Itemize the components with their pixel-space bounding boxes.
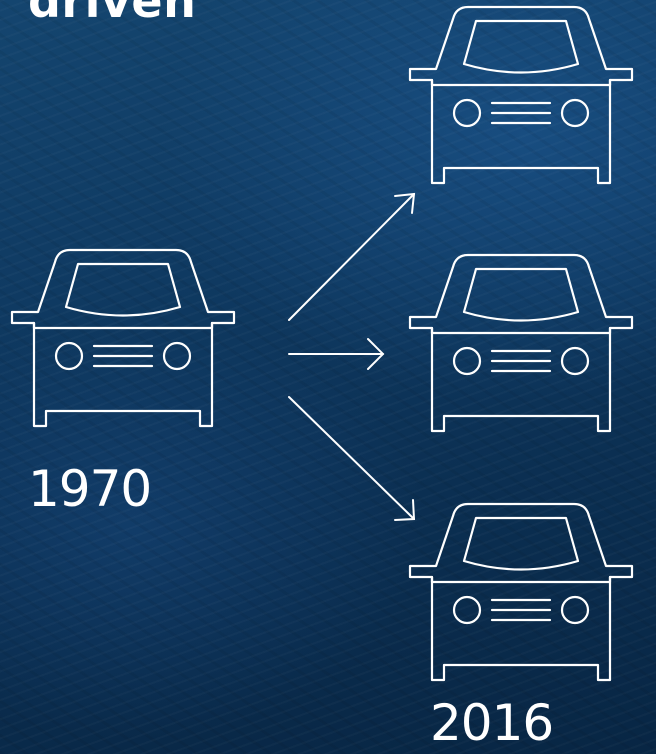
- arrow-down-right-icon: [289, 397, 414, 520]
- year-end-label: 2016: [430, 698, 553, 748]
- car-icon: [410, 7, 632, 183]
- arrow-up-right-icon: [289, 194, 414, 320]
- year-start-label: 1970: [28, 464, 151, 514]
- car-icon: [12, 250, 234, 426]
- car-icon: [410, 504, 632, 680]
- arrow-right-icon: [289, 339, 383, 369]
- car-icon: [410, 255, 632, 431]
